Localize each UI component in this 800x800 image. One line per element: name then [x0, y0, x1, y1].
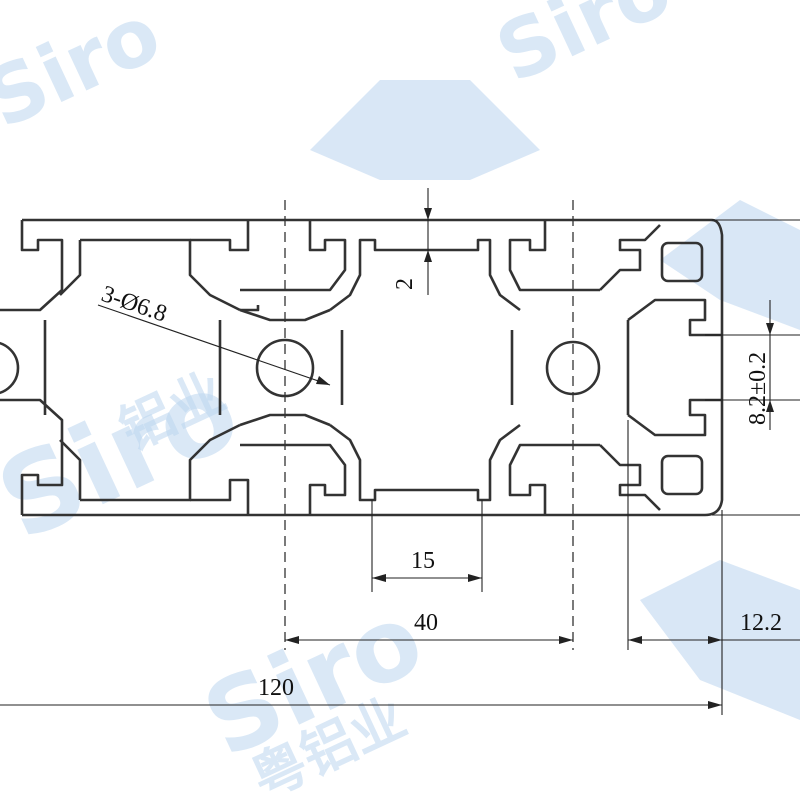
- dimensions: [0, 188, 800, 715]
- label-slot-width: 8.2±0.2: [745, 352, 771, 425]
- center-lines: [284, 200, 574, 650]
- label-total-width: 120: [258, 675, 294, 701]
- watermark-text: Siro: [0, 345, 257, 565]
- label-holes: 3-Ø6.8: [98, 281, 170, 328]
- label-inner-width: 15: [411, 548, 435, 574]
- watermark-text: Siro: [0, 0, 174, 146]
- mounting-holes: [0, 338, 601, 398]
- label-slot-depth: 2: [392, 278, 418, 290]
- label-edge-offset: 12.2: [740, 610, 782, 636]
- profile-outline: [0, 218, 724, 517]
- label-pitch: 40: [414, 610, 438, 636]
- hole: [0, 341, 20, 395]
- watermark-text: Siro: [483, 0, 685, 101]
